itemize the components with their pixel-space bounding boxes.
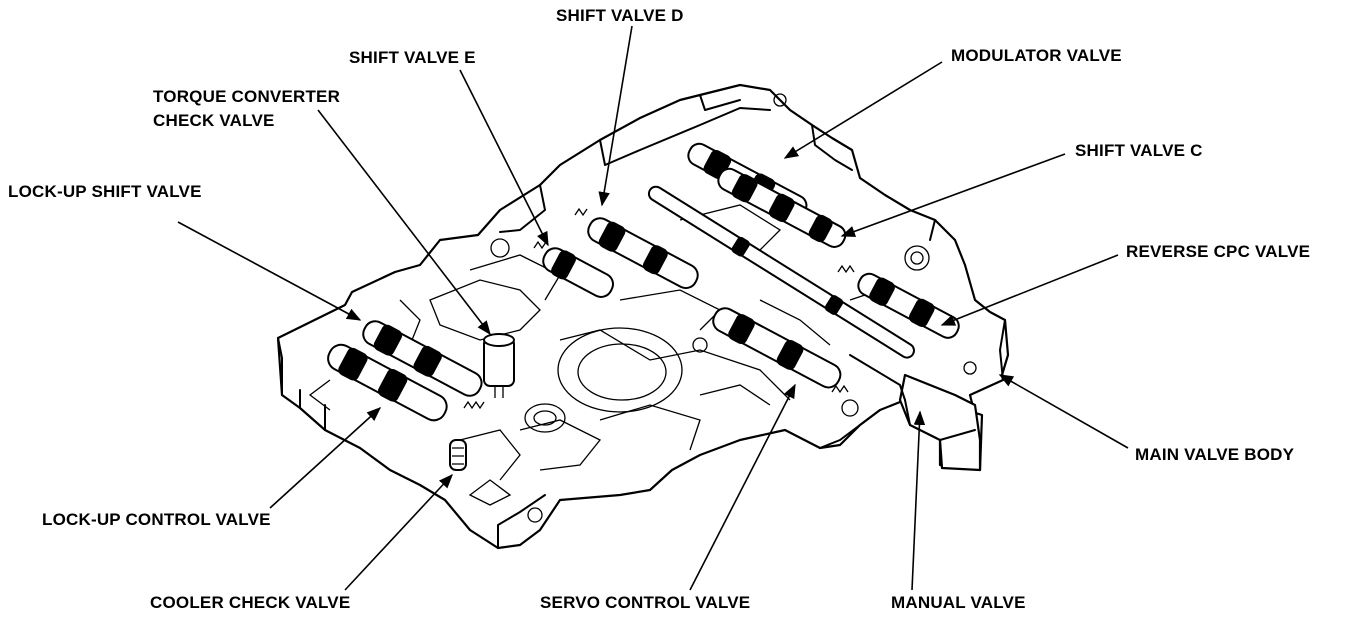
shift-valve-d-spool <box>587 217 699 290</box>
lock-up-spring <box>463 400 485 410</box>
shift-d-spring <box>574 207 588 217</box>
label-shift-valve-d: SHIFT VALVE D <box>556 6 684 25</box>
leader-cooler-check-valve <box>344 473 453 591</box>
label-cooler-check-valve: COOLER CHECK VALVE <box>150 593 351 612</box>
label-shift-valve-c: SHIFT VALVE C <box>1075 141 1203 160</box>
label-shift-valve-e: SHIFT VALVE E <box>349 48 476 67</box>
label-modulator-valve: MODULATOR VALVE <box>951 46 1122 65</box>
cooler-check-valve-part <box>449 439 467 471</box>
reverse-cpc-valve-spool <box>857 272 960 339</box>
leader-reverse-cpc-valve <box>940 254 1119 326</box>
leader-torque-converter-check-valve <box>317 109 491 336</box>
valve-body-housing <box>276 83 1010 550</box>
label-lock-up-control-valve: LOCK-UP CONTROL VALVE <box>42 510 271 529</box>
reverse-cpc-spring <box>837 264 855 274</box>
leader-shift-valve-e <box>459 69 549 247</box>
servo-control-valve-spool <box>712 307 842 389</box>
shift-valve-e-spool <box>542 247 614 298</box>
leader-shift-valve-c <box>840 153 1066 237</box>
servo-spring <box>831 384 849 394</box>
leader-main-valve-body <box>998 374 1129 449</box>
label-servo-control-valve: SERVO CONTROL VALVE <box>540 593 751 612</box>
lock-up-shift-valve-spool <box>362 320 483 397</box>
label-torque-converter-line2: CHECK VALVE <box>153 111 275 130</box>
manual-valve-rod <box>647 185 915 359</box>
label-manual-valve: MANUAL VALVE <box>891 593 1026 612</box>
label-lock-up-shift-valve: LOCK-UP SHIFT VALVE <box>8 182 202 201</box>
label-reverse-cpc-valve: REVERSE CPC VALVE <box>1126 242 1311 261</box>
label-main-valve-body: MAIN VALVE BODY <box>1135 445 1295 464</box>
valve-spools <box>327 142 960 471</box>
leader-shift-valve-d <box>598 25 633 207</box>
leader-lock-up-control-valve <box>269 407 382 509</box>
leader-manual-valve <box>911 410 926 591</box>
shift-valve-c-spool <box>717 167 847 248</box>
leader-lines <box>177 25 1129 591</box>
leader-servo-control-valve <box>689 383 796 591</box>
label-torque-converter-line1: TORQUE CONVERTER <box>153 87 341 106</box>
leader-modulator-valve <box>783 61 943 159</box>
lock-up-control-valve-spool <box>327 343 448 422</box>
leader-lock-up-shift-valve <box>177 221 362 321</box>
torque-converter-check-valve-part <box>483 333 515 398</box>
